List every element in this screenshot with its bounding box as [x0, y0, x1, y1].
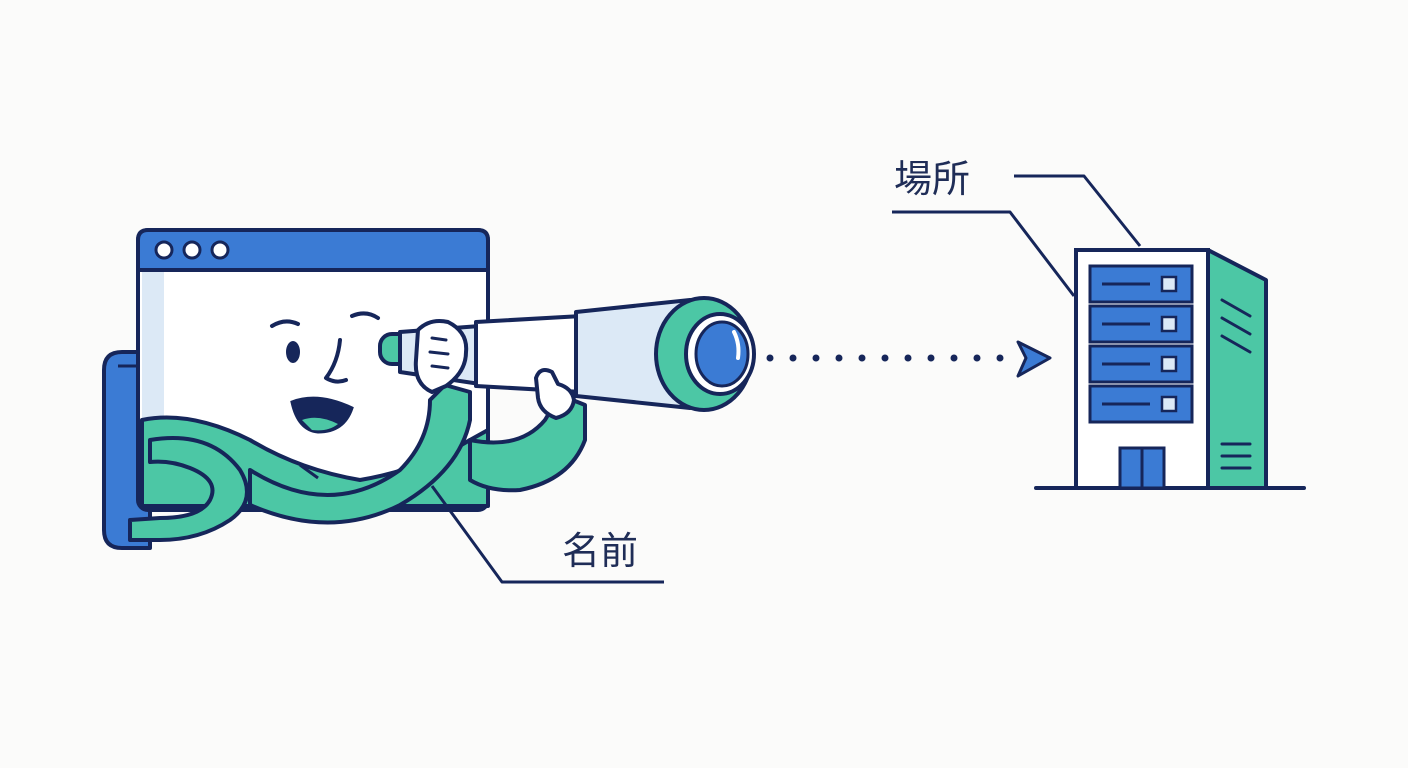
- window-dot-1: [154, 240, 174, 260]
- window-dot-2: [182, 240, 202, 260]
- server-unit-4: [1088, 384, 1194, 424]
- telescope-icon: [378, 296, 756, 420]
- name-callout: 名前: [430, 485, 664, 584]
- dotted-arrow-icon: [766, 340, 1052, 378]
- name-label: 名前: [562, 529, 638, 573]
- server-unit-1: [1088, 264, 1194, 304]
- window-dot-3: [210, 240, 230, 260]
- server-building-icon: [1034, 248, 1306, 490]
- server-unit-3: [1088, 344, 1194, 384]
- location-callout: 場所: [892, 157, 1142, 297]
- server-unit-2: [1088, 304, 1194, 344]
- location-label: 場所: [894, 157, 970, 201]
